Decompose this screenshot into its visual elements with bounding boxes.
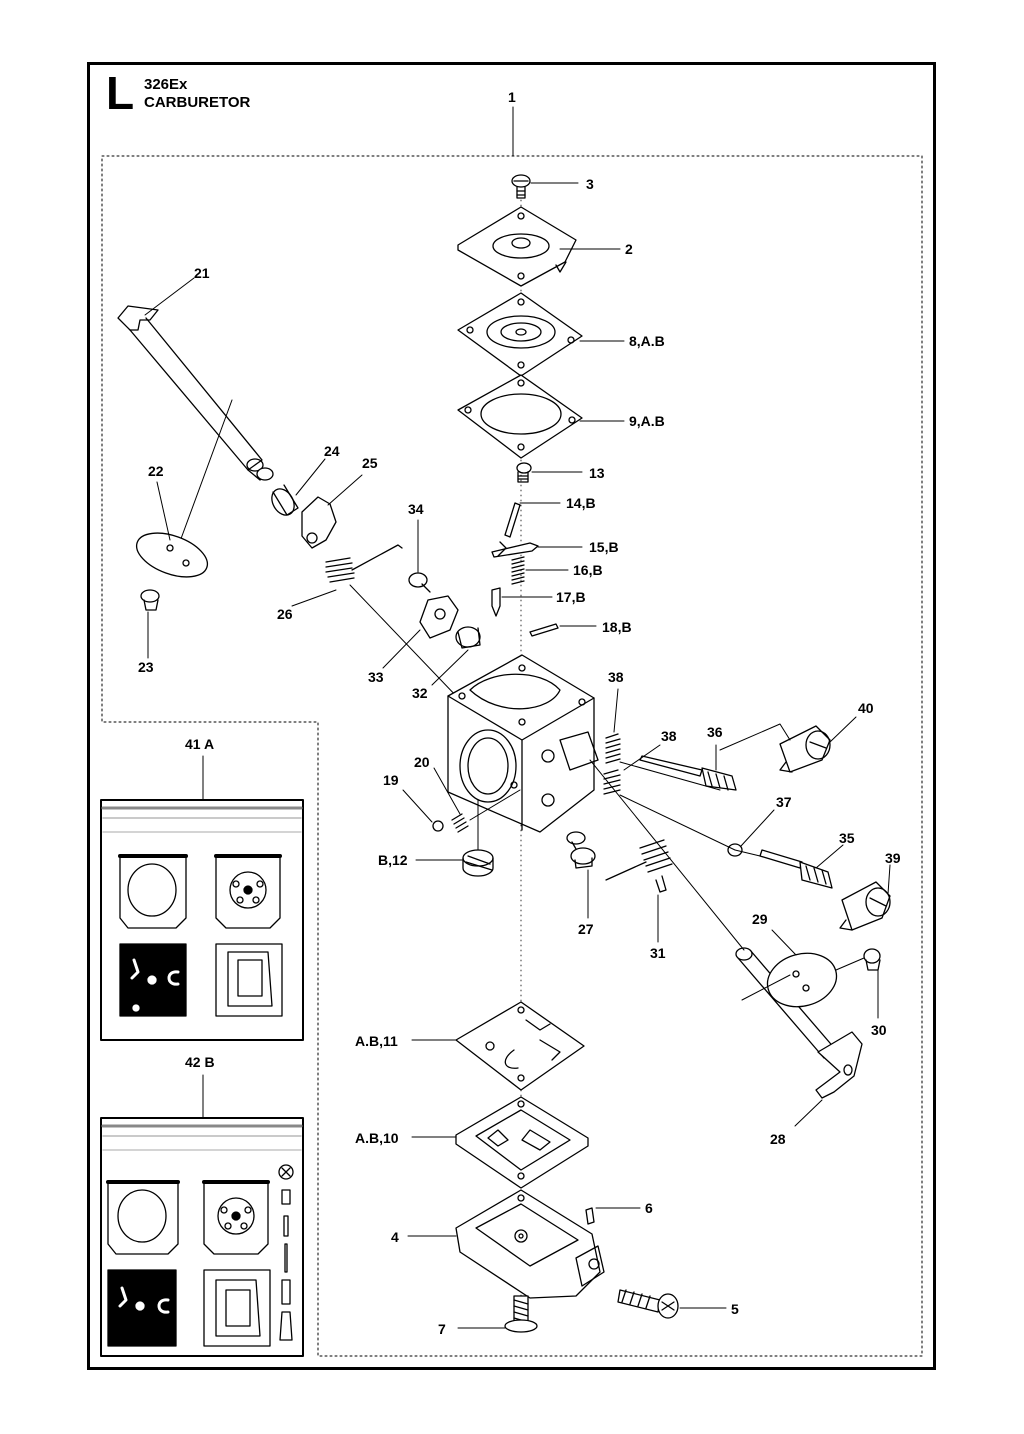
choke-shaft-21-part — [117, 305, 274, 481]
filter-12-part — [462, 849, 494, 877]
callout-37: 37 — [776, 794, 792, 810]
callout-7: 7 — [438, 1321, 446, 1337]
callout-17: 17,B — [556, 589, 586, 605]
callout-13: 13 — [589, 465, 605, 481]
spring-31-part — [605, 839, 673, 893]
callout-22: 22 — [148, 463, 164, 479]
spring-16-part — [511, 556, 525, 585]
choke-plate-22-part — [135, 532, 209, 578]
callout-29: 29 — [752, 911, 768, 927]
callout-33: 33 — [368, 669, 384, 685]
needle-36-part — [639, 755, 737, 791]
needle-35-part — [759, 849, 833, 889]
spring-26-part — [325, 544, 403, 583]
callout-38-top: 38 — [608, 669, 624, 685]
callout-27: 27 — [578, 921, 594, 937]
callout-14: 14,B — [566, 495, 596, 511]
bushing-32-part — [455, 626, 481, 649]
callout-35: 35 — [839, 830, 855, 846]
kit-b-label: 42 B — [185, 1054, 215, 1070]
carburetor-body-part — [447, 654, 599, 833]
callout-B12: B,12 — [378, 852, 408, 868]
lever-15-part — [491, 541, 539, 558]
pump-diaphragm-8-part — [457, 292, 583, 377]
callout-3: 3 — [586, 176, 594, 192]
callout-6: 6 — [645, 1200, 653, 1216]
washer-34-part — [408, 572, 431, 593]
assembly-boundary — [101, 155, 923, 1357]
callout-21: 21 — [194, 265, 210, 281]
screw-27-part — [566, 831, 596, 869]
callout-19: 19 — [383, 772, 399, 788]
spring-38a-part — [605, 733, 621, 764]
kit-b-box — [100, 1117, 304, 1357]
callout-24: 24 — [324, 443, 340, 459]
pin-6-part — [585, 1207, 595, 1225]
callout-26: 26 — [277, 606, 293, 622]
limiter-cap-40-part — [779, 725, 831, 773]
kit-a-box — [100, 799, 304, 1041]
callout-40: 40 — [858, 700, 874, 716]
callout-30: 30 — [871, 1022, 887, 1038]
lever-25-part — [301, 496, 337, 549]
callout-23: 23 — [138, 659, 154, 675]
callout-36: 36 — [707, 724, 723, 740]
spring-38b-part — [603, 769, 621, 795]
needle-17-part — [491, 587, 501, 617]
callout-9: 9,A.B — [629, 413, 665, 429]
diagram-title: CARBURETOR — [144, 94, 251, 111]
kit-a-label: 41 A — [185, 736, 215, 752]
callout-28: 28 — [770, 1131, 786, 1147]
metering-diaphragm-11-part — [455, 1001, 585, 1091]
callout-25: 25 — [362, 455, 378, 471]
callout-16: 16,B — [573, 562, 603, 578]
bushing-24-part — [271, 484, 299, 516]
spring-20-part — [451, 813, 469, 833]
gasket-10-part — [455, 1096, 589, 1189]
callout-15: 15,B — [589, 539, 619, 555]
model-name: 326Ex — [144, 76, 188, 93]
callout-20: 20 — [414, 754, 430, 770]
callout-8: 8,A.B — [629, 333, 665, 349]
cover-4-part — [455, 1189, 605, 1299]
callout-32: 32 — [412, 685, 428, 701]
page-frame — [87, 62, 936, 1370]
callout-5: 5 — [731, 1301, 739, 1317]
callout-18: 18,B — [602, 619, 632, 635]
throttle-plate-29-part — [766, 952, 838, 1008]
screw-3-part — [511, 174, 531, 199]
pin-14-part — [504, 502, 521, 538]
callout-34: 34 — [408, 501, 424, 517]
screw-7-part — [504, 1295, 538, 1333]
lever-33-part — [419, 595, 459, 639]
screw-23-part — [140, 589, 160, 611]
callout-1: 1 — [508, 89, 516, 105]
ball-19-part — [432, 820, 444, 832]
pin-18-part — [529, 623, 559, 637]
callout-38-bottom: 38 — [661, 728, 677, 744]
pump-cover-2-part — [457, 206, 577, 287]
screw-5-part — [617, 1289, 679, 1319]
callout-AB11: A.B,11 — [355, 1033, 398, 1049]
callout-2: 2 — [625, 241, 633, 257]
callout-4: 4 — [391, 1229, 399, 1245]
callout-39: 39 — [885, 850, 901, 866]
pump-gasket-9-part — [457, 374, 583, 459]
screw-30-part — [863, 948, 881, 971]
callout-AB10: A.B,10 — [355, 1130, 399, 1146]
screw-13-part — [516, 462, 532, 483]
limiter-cap-39-part — [839, 881, 891, 931]
callout-31: 31 — [650, 945, 666, 961]
section-letter: L — [106, 67, 135, 119]
